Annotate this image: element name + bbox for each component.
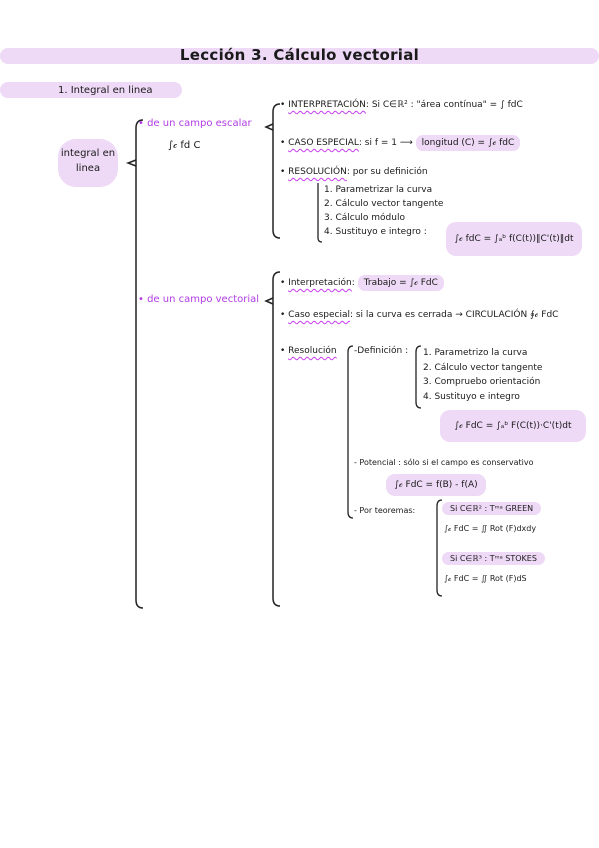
stokes-theorem-formula: ∫𝒸 FdC = ∬ Rot (F)dS [444,574,527,583]
scalar-interpretation: • INTERPRETACIÓN: Si C∈ℝ² : "área contín… [280,100,523,110]
length-formula-highlight: longitud (C) = ∫𝒸 fdC [415,135,521,151]
scalar-final-formula: ∫𝒸 fdC = ∫ₐᵇ f(C(t))‖C'(t)‖dt [446,222,582,256]
vector-resolution: • Resolución [280,346,337,356]
scalar-field-label: • de un campo escalar [138,118,252,129]
scalar-steps-list: 1. Parametrizar la curva 2. Cálculo vect… [324,183,443,239]
scalar-special-case: • CASO ESPECIAL: si f = 1 ⟶ longitud (C)… [280,135,521,151]
potential-label: - Potencial : sólo si el campo es conser… [354,458,534,467]
vector-field-label: • de un campo vectorial [138,294,260,305]
list-item: 1. Parametrizar la curva [324,185,433,195]
vector-steps-list: 1. Parametrizo la curva 2. Cálculo vecto… [423,346,542,404]
root-label: integral en linea [60,148,116,174]
root-label-highlight [58,139,118,187]
theorems-label: - Por teoremas: [354,506,416,515]
potential-formula: ∫𝒸 FdC = f(B) - f(A) [386,474,486,496]
vector-interpretation: • Interpretación: Trabajo = ∫𝒸 FdC [280,275,444,291]
green-theorem-formula: ∫𝒸 FdC = ∬ Rot (F)dxdy [444,524,537,533]
list-item: 2. Cálculo vector tangente [423,362,543,373]
scalar-resolution: • RESOLUCIÓN: por su definición [280,167,428,177]
vector-definition-formula: ∫𝒸 FdC = ∫ₐᵇ F(C(t))·C'(t)dt [440,410,586,442]
list-item: 4. Sustituyo e integro [423,391,520,402]
list-item: 3. Compruebo orientación [423,377,541,387]
vector-special-case: • Caso especial: si la curva es cerrada … [280,310,559,320]
definition-label: -Definición : [354,346,409,356]
work-formula-highlight: Trabajo = ∫𝒸 FdC [357,275,444,291]
list-item: 3. Cálculo módulo [324,213,405,223]
stokes-theorem-label: Si C∈ℝ³ : Tᵐᵃ STOKES [442,552,545,565]
section-heading: 1. Integral en linea [58,85,153,96]
page-title: Lección 3. Cálculo vectorial [179,46,420,64]
green-theorem-label: Si C∈ℝ² : Tᵐᵃ GREEN [442,502,542,515]
scalar-integral-formula: ∫𝒸 fd C [168,140,201,151]
list-item: 1. Parametrizo la curva [423,348,528,358]
list-item: 2. Cálculo vector tangente [324,199,444,209]
list-item: 4. Sustituyo e integro : [324,227,427,237]
